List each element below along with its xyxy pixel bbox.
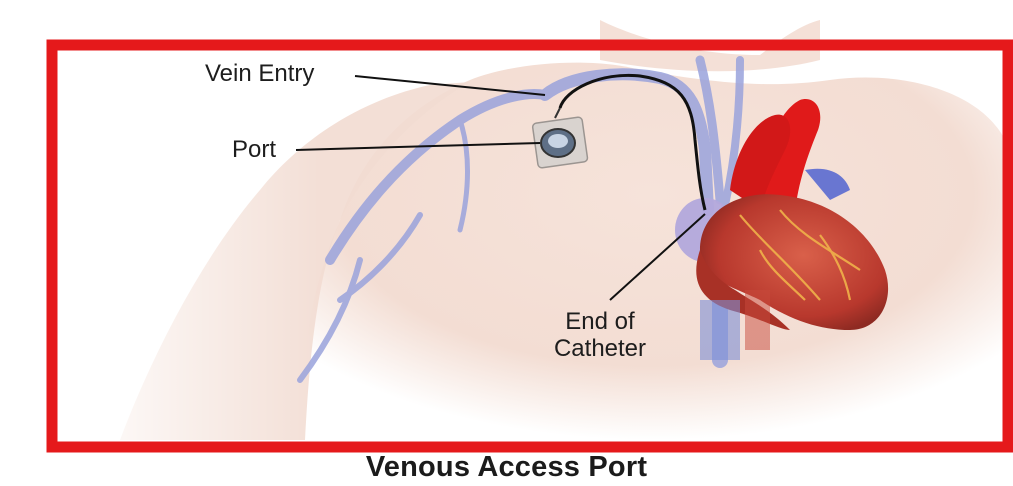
diagram-caption: Venous Access Port [0, 451, 1013, 484]
label-end-of-catheter: End of Catheter [540, 308, 660, 362]
label-end-of-catheter-line1: End of [540, 308, 660, 335]
label-end-of-catheter-line2: Catheter [540, 335, 660, 362]
label-vein-entry: Vein Entry [205, 60, 314, 87]
label-port: Port [232, 136, 276, 163]
